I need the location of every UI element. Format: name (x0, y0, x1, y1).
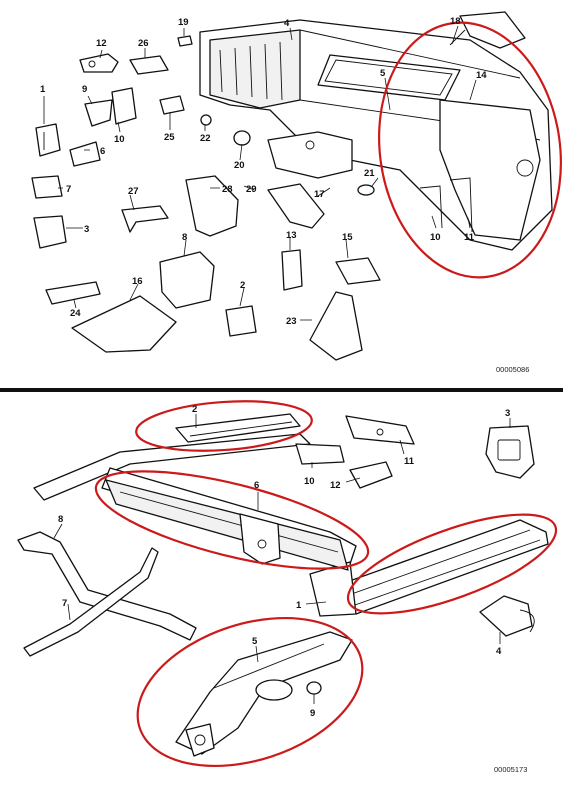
bracket-10 (295, 443, 345, 465)
clip-10-left (111, 87, 137, 125)
label-4: 4 (284, 18, 290, 29)
label-8: 8 (182, 232, 187, 243)
bottom-diagram-panel: 2 6 10 11 12 3 8 7 1 5 4 9 00005173 (0, 392, 563, 785)
grommet-20 (233, 130, 251, 146)
label-7: 7 (66, 184, 71, 195)
firewall-assembly (199, 11, 553, 251)
grommet-21 (357, 184, 375, 196)
label-9: 9 (82, 84, 87, 95)
bracket-27 (121, 205, 169, 233)
label-2: 2 (192, 404, 197, 415)
label-13: 13 (286, 230, 297, 241)
label-10-right: 10 (430, 232, 441, 243)
label-3: 3 (505, 408, 510, 419)
bottom-part-labels: 2 6 10 11 12 3 8 7 1 5 4 9 (58, 404, 510, 719)
highlight-ellipse-1 (346, 513, 558, 615)
label-14: 14 (476, 70, 487, 81)
label-24: 24 (70, 308, 81, 319)
clip-19 (177, 35, 193, 47)
top-part-labels: 1 12 26 19 4 5 18 14 9 10 6 7 27 28 29 1… (40, 16, 487, 327)
label-4: 4 (496, 646, 502, 657)
bracket-23 (309, 291, 363, 361)
bottom-leader-lines (53, 414, 511, 704)
label-15: 15 (342, 232, 353, 243)
label-23: 23 (286, 316, 297, 327)
label-12: 12 (330, 480, 341, 491)
crossmember-6 (105, 479, 349, 571)
crossmember-2 (175, 413, 301, 443)
label-26: 26 (138, 38, 149, 49)
clip-7 (31, 175, 63, 199)
control-arm-5 (175, 631, 353, 757)
label-6: 6 (100, 146, 105, 157)
bracket-4 (479, 595, 535, 637)
bracket-12 (349, 461, 393, 489)
clip-25 (159, 95, 185, 115)
label-1: 1 (296, 600, 302, 611)
label-6: 6 (254, 480, 259, 491)
bracket-13 (281, 249, 303, 291)
highlight-ellipse-5 (136, 616, 364, 768)
label-10: 10 (114, 134, 125, 145)
highlight-ellipse (378, 21, 562, 279)
nut-22 (200, 114, 212, 126)
label-5: 5 (252, 636, 258, 647)
label-19: 19 (178, 17, 189, 28)
bracket-11 (345, 415, 415, 445)
bracket-1 (35, 123, 61, 157)
label-12: 12 (96, 38, 107, 49)
panel-separator (0, 388, 563, 392)
label-2: 2 (240, 280, 245, 291)
bracket-3 (485, 425, 535, 479)
label-1: 1 (40, 84, 46, 95)
plate-16 (71, 295, 177, 353)
stabilizer-bar-8 (17, 531, 197, 641)
label-3: 3 (84, 224, 89, 235)
label-9: 9 (310, 708, 315, 719)
label-17: 17 (314, 189, 325, 200)
bottom-diagram: 2 6 10 11 12 3 8 7 1 5 4 9 00005173 (17, 400, 558, 774)
label-21: 21 (364, 168, 375, 179)
label-29: 29 (246, 184, 257, 195)
bracket-29 (267, 183, 325, 229)
plate-26 (129, 55, 169, 75)
top-diagram: 1 12 26 19 4 5 18 14 9 10 6 7 27 28 29 1… (31, 11, 562, 374)
label-10: 10 (304, 476, 315, 487)
label-22: 22 (200, 133, 211, 144)
bracket-28 (185, 175, 239, 237)
label-18: 18 (450, 16, 461, 27)
highlight-ellipse-2 (135, 400, 313, 452)
diagram-code-bottom: 00005173 (494, 765, 527, 774)
bracket-12 (79, 53, 119, 73)
diagram-code-top: 00005086 (496, 365, 529, 374)
axle-carrier-1 (33, 433, 549, 617)
label-28: 28 (222, 184, 233, 195)
label-27: 27 (128, 186, 139, 197)
label-25: 25 (164, 132, 175, 143)
highlight-ellipse-6 (94, 470, 370, 570)
bracket-24 (45, 281, 101, 305)
clip-2 (225, 305, 257, 337)
label-11: 11 (404, 456, 415, 467)
bracket-15 (335, 257, 381, 285)
label-5: 5 (380, 68, 386, 79)
stabilizer-bar-7 (23, 547, 159, 657)
top-diagram-panel: 1 12 26 19 4 5 18 14 9 10 6 7 27 28 29 1… (0, 0, 563, 388)
label-8: 8 (58, 514, 63, 525)
label-16: 16 (132, 276, 143, 287)
label-11-right: 11 (464, 232, 475, 243)
leader-lines (43, 25, 477, 321)
plate-6 (69, 141, 101, 167)
label-20: 20 (234, 160, 245, 171)
label-7: 7 (62, 598, 67, 609)
bracket-8 (159, 251, 215, 309)
clip-3 (33, 215, 67, 249)
grommet-9 (306, 681, 322, 695)
bracket-9 (84, 99, 113, 127)
